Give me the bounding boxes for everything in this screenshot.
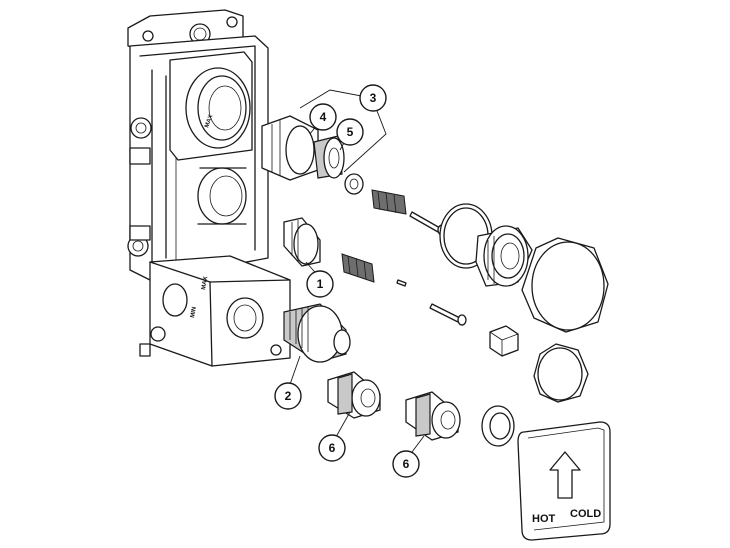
max-stamp-upper: MAX [204, 114, 214, 129]
hot-cold-plate: HOT COLD [517, 421, 611, 541]
stop-valve-right [405, 391, 461, 441]
callout-1: 1 [306, 270, 334, 298]
svg-text:1: 1 [317, 277, 324, 291]
callout-6-left: 6 [318, 434, 346, 462]
cartridge-1 [283, 217, 321, 267]
square-block [489, 325, 519, 357]
svg-text:6: 6 [329, 441, 336, 455]
min-stamp: MIN [190, 306, 198, 318]
callout-6-right: 6 [392, 450, 420, 478]
thermostatic-cartridge-2 [283, 303, 351, 363]
svg-text:4: 4 [320, 110, 327, 124]
cover-cap-small [533, 343, 589, 403]
mounting-body: MIN MAX MAX [127, 9, 291, 367]
small-ring [481, 405, 515, 447]
svg-text:5: 5 [347, 125, 354, 139]
escutcheon-ring [475, 225, 533, 287]
hot-label: HOT [532, 513, 556, 525]
arrow-up-icon [549, 451, 581, 499]
callout-4: 4 [309, 103, 337, 131]
callout-2: 2 [274, 382, 302, 410]
screw-lower [429, 303, 467, 326]
max-stamp-lower: MAX [201, 276, 209, 290]
stop-valve-left [327, 371, 381, 419]
svg-text:6: 6 [403, 457, 410, 471]
cold-label: COLD [570, 508, 601, 520]
callout-5: 5 [336, 118, 364, 146]
svg-text:3: 3 [370, 91, 377, 105]
upper-cartridge-assembly [261, 115, 364, 195]
cover-cap-large [521, 237, 609, 333]
spline-adapter-lower [341, 253, 375, 283]
svg-text:2: 2 [285, 389, 292, 403]
spline-adapter-upper [371, 189, 407, 215]
small-pin [396, 279, 407, 287]
callout-3: 3 [359, 84, 387, 112]
